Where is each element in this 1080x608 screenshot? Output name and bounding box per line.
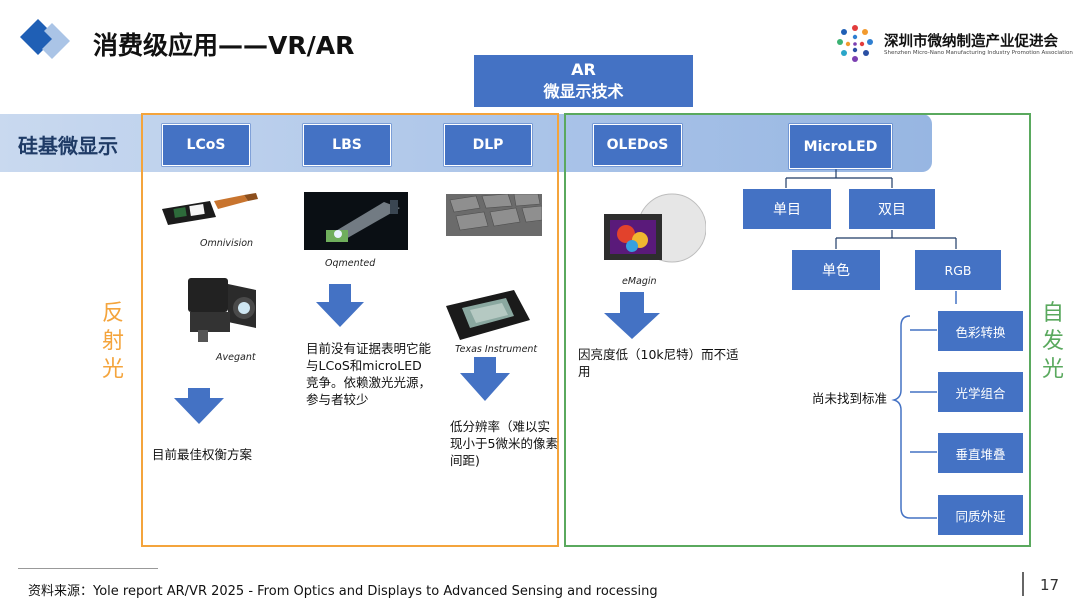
avegant-module-image: [188, 278, 256, 342]
omnivision-caption: Omnivision: [200, 238, 254, 249]
reflective-label: 反射光: [101, 301, 124, 382]
emagin-display-image: [604, 193, 706, 263]
page-number-divider: [1022, 572, 1024, 596]
lcos-down-arrow-icon: [174, 388, 224, 424]
reflective-group-frame: [141, 113, 559, 547]
footer-divider: [18, 568, 158, 569]
ar-root-line1: AR: [571, 60, 596, 79]
dlp-wafer-image: [446, 194, 542, 236]
lbs-note: 目前没有证据表明它能与LCoS和microLED竞争。依赖激光光源，参与者较少: [306, 341, 432, 407]
rgb-box: RGB: [914, 249, 1002, 291]
emissive-label: 自发光: [1041, 301, 1064, 382]
oqmented-mirror-image: [304, 192, 408, 250]
oqmented-caption: Oqmented: [325, 258, 376, 269]
dlp-down-arrow-icon: [460, 357, 510, 401]
texas-instrument-caption: Texas Instrument: [455, 344, 538, 355]
mono-eye-box: 单目: [742, 188, 832, 230]
org-logo-icon: [837, 25, 873, 62]
ar-root-box: AR 微显示技术: [474, 55, 693, 107]
rgb-method-color-conversion: 色彩转换: [937, 310, 1024, 352]
standard-pending-note: 尚未找到标准: [812, 391, 888, 406]
dlp-note: 低分辨率（难以实现小于5微米的像素间距): [450, 419, 558, 468]
diamond-logo-icon: [20, 19, 70, 59]
avegant-caption: Avegant: [216, 352, 256, 363]
lcos-note: 目前最佳权衡方案: [152, 447, 253, 462]
tech-microled-box: MicroLED: [789, 124, 892, 169]
page-number: 17: [1040, 576, 1060, 594]
oledos-down-arrow-icon: [604, 292, 660, 339]
monochrome-box: 单色: [791, 249, 881, 291]
rgb-method-homoepitaxy: 同质外延: [937, 494, 1024, 536]
rgb-method-vertical-stacking: 垂直堆叠: [937, 432, 1024, 474]
tech-oledos-box: OLEDoS: [593, 124, 682, 166]
lbs-down-arrow-icon: [316, 284, 364, 327]
tech-lbs-box: LBS: [303, 124, 391, 166]
oledos-note: 因亮度低（10k尼特）而不适用: [578, 347, 739, 379]
omnivision-chip-image: [162, 193, 258, 225]
ar-root-line2: 微显示技术: [543, 82, 624, 101]
page-title: 消费级应用——VR/AR: [93, 31, 355, 60]
tech-dlp-box: DLP: [444, 124, 532, 166]
emissive-group-frame: [564, 113, 1031, 547]
org-name-en: Shenzhen Micro-Nano Manufacturing Indust…: [884, 50, 1073, 56]
dlp-chip-image: [446, 290, 530, 340]
org-name: 深圳市微纳制造产业促进会: [884, 34, 1058, 50]
source-citation: 资料来源：Yole report AR/VR 2025 - From Optic…: [28, 584, 658, 599]
rgb-method-optical-combination: 光学组合: [937, 371, 1024, 413]
emagin-caption: eMagin: [622, 276, 657, 287]
tech-lcos-box: LCoS: [162, 124, 250, 166]
band-label: 硅基微显示: [18, 134, 118, 158]
dual-eye-box: 双目: [848, 188, 936, 230]
